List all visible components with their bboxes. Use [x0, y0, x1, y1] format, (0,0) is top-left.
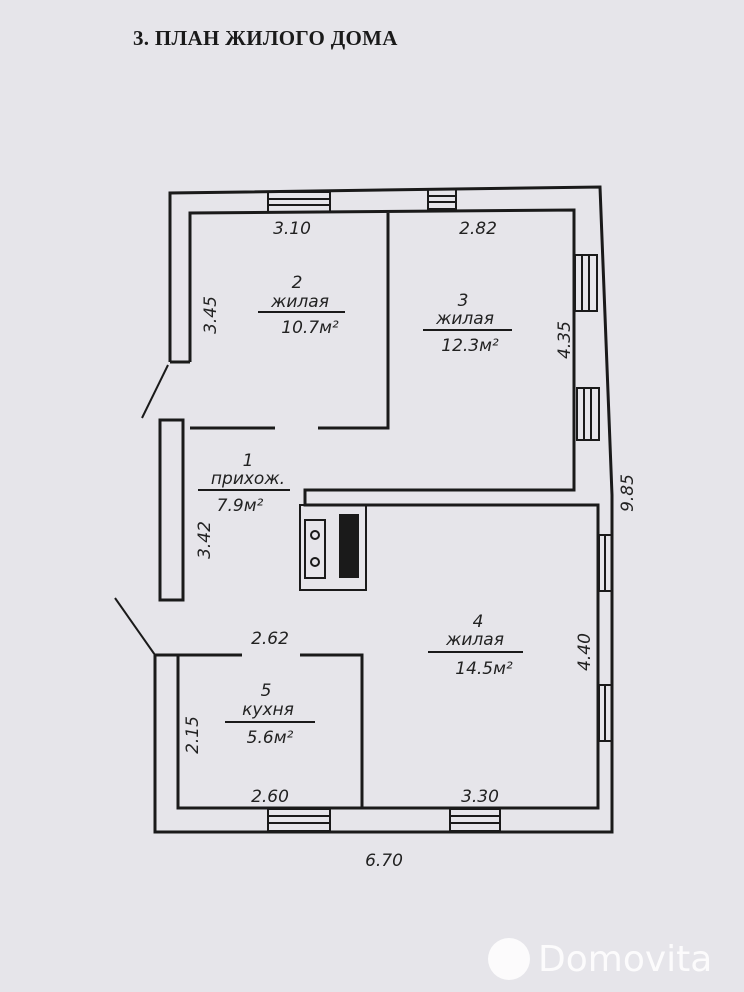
- room-2-number: 2: [292, 273, 303, 293]
- windows: [267, 188, 613, 832]
- dim-kitchen-left: 2.15: [183, 716, 203, 754]
- room-3-name: жилая: [435, 309, 494, 329]
- room-3-number: 3: [458, 291, 469, 311]
- stove: [299, 504, 367, 591]
- dim-top-right: 2.82: [459, 219, 497, 239]
- dim-kitchen-top: 2.62: [251, 629, 289, 649]
- room-2-area: 10.7м²: [281, 318, 339, 338]
- watermark-text: Domovita: [538, 938, 713, 980]
- dimension-labels: 3.10 2.82 3.45 4.35 9.85 3.42 2.62 2.15 …: [183, 219, 638, 871]
- dim-total-bottom: 6.70: [365, 851, 403, 871]
- dim-room2-left: 3.45: [201, 296, 221, 334]
- room-4-name: жилая: [445, 630, 504, 650]
- dim-room4-bottom: 3.30: [461, 787, 499, 807]
- room-1-name: прихож.: [211, 469, 285, 489]
- dim-room4-right: 4.40: [575, 633, 595, 671]
- dim-room3-right: 4.35: [555, 321, 575, 359]
- room-1-number: 1: [243, 451, 254, 471]
- page-title: 3. ПЛАН ЖИЛОГО ДОМА: [133, 26, 398, 50]
- watermark-logo-icon: [488, 938, 530, 980]
- room-1-area: 7.9м²: [217, 496, 264, 516]
- room-4-number: 4: [473, 612, 484, 632]
- dim-total-right: 9.85: [618, 474, 638, 512]
- room-labels: 2 жилая 10.7м² 3 жилая 12.3м² 1 прихож. …: [198, 273, 523, 748]
- dim-hall-left: 3.42: [195, 521, 215, 559]
- room-5-number: 5: [261, 681, 272, 701]
- dim-kitchen-bottom: 2.60: [251, 787, 289, 807]
- walls: [153, 185, 614, 834]
- room-4-area: 14.5м²: [455, 659, 513, 679]
- doors: [114, 364, 169, 656]
- room-3-area: 12.3м²: [441, 336, 499, 356]
- room-2-name: жилая: [270, 292, 329, 312]
- dim-top-left: 3.10: [273, 219, 311, 239]
- room-5-name: кухня: [242, 700, 294, 720]
- watermark: Domovita: [488, 938, 712, 980]
- room-5-area: 5.6м²: [247, 728, 294, 748]
